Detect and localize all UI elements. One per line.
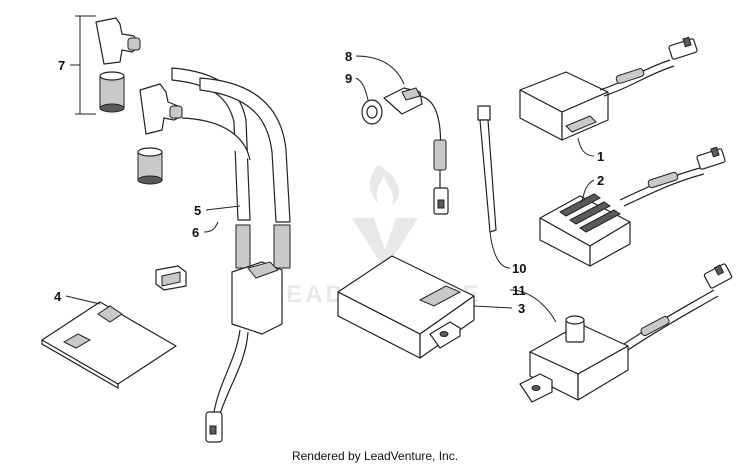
spark-plug-boot-lower[interactable]	[137, 147, 163, 185]
spark-plug-cap-lower[interactable]	[139, 83, 183, 135]
relay[interactable]	[519, 36, 698, 141]
callout-4: 4	[54, 289, 62, 304]
callout-6: 6	[192, 225, 199, 240]
cdi-unit[interactable]	[337, 255, 475, 359]
rendered-by-footer: Rendered by LeadVenture, Inc.	[291, 449, 459, 463]
spark-plug-cap-upper[interactable]	[95, 17, 141, 65]
wire-clip[interactable]	[155, 265, 187, 291]
ignition-coil-body[interactable]	[205, 261, 283, 443]
leader-lines	[65, 15, 595, 323]
callout-3: 3	[518, 301, 525, 316]
callout-1: 1	[597, 149, 604, 164]
voltage-regulator[interactable]	[539, 146, 726, 267]
callout-11: 11	[512, 283, 526, 298]
callout-7: 7	[58, 58, 65, 73]
ignition-coil-leads[interactable]	[171, 67, 291, 269]
callout-5: 5	[194, 203, 201, 218]
throttle-position-sensor[interactable]	[519, 263, 733, 403]
callout-9: 9	[345, 71, 352, 86]
callout-labels: 7 5 6 4 8 9 10 11 3 1 2	[54, 49, 604, 316]
temperature-sensor[interactable]	[361, 87, 449, 215]
callout-10: 10	[512, 261, 526, 276]
spark-plug-boot-upper[interactable]	[99, 71, 125, 113]
insulator-pad[interactable]	[41, 301, 177, 390]
callout-8: 8	[345, 49, 352, 64]
cable-tie[interactable]	[477, 105, 497, 233]
callout-2: 2	[597, 173, 604, 188]
